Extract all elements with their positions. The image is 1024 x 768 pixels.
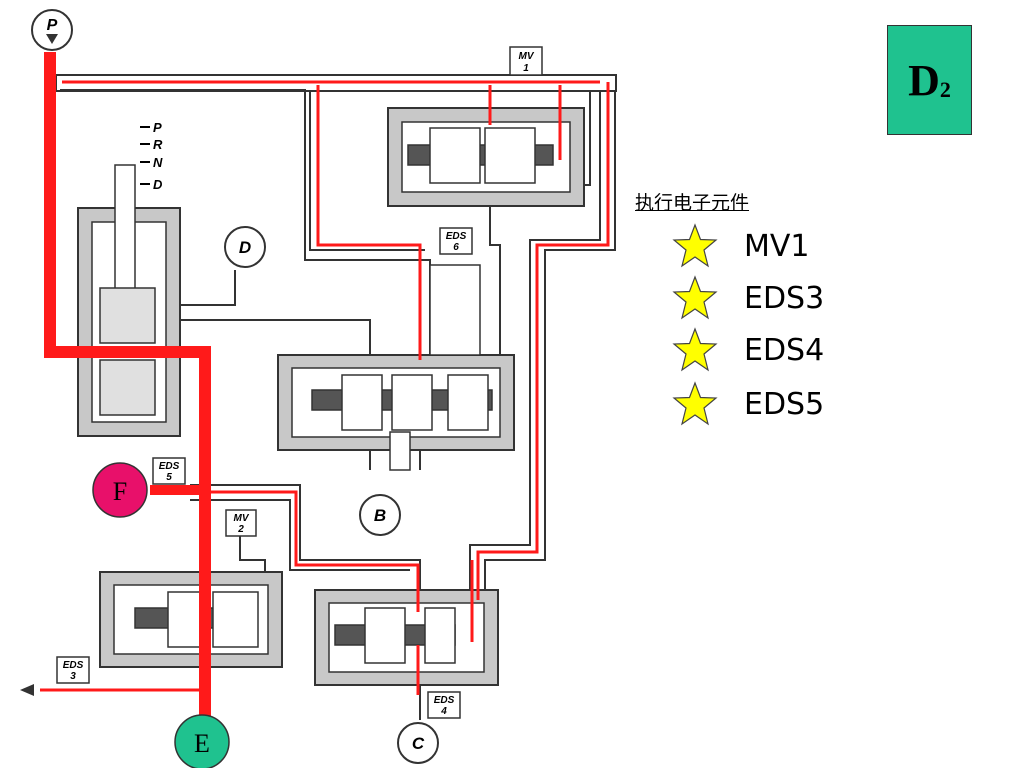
valve-tag-mv1: MV 1 xyxy=(509,46,543,76)
valve-tag-eds3: EDS 3 xyxy=(56,656,90,684)
gear-selector: P R N D xyxy=(140,120,163,192)
svg-text:EDS: EDS xyxy=(446,231,467,242)
svg-text:D: D xyxy=(239,238,251,257)
pressure-lines xyxy=(40,52,610,745)
legend-label: EDS5 xyxy=(744,386,825,422)
svg-text:6: 6 xyxy=(453,242,459,253)
svg-text:MV: MV xyxy=(519,51,535,62)
svg-text:MV: MV xyxy=(234,513,250,524)
valve-tag-eds4: EDS 4 xyxy=(427,691,461,719)
svg-text:EDS: EDS xyxy=(159,461,180,472)
circle-e: E xyxy=(174,714,230,768)
star-icon xyxy=(672,381,718,426)
svg-text:4: 4 xyxy=(440,706,447,717)
gear-n-label: N xyxy=(153,155,163,170)
svg-text:EDS: EDS xyxy=(63,660,84,671)
legend-label: EDS4 xyxy=(744,332,825,368)
svg-text:B: B xyxy=(374,506,386,525)
svg-text:F: F xyxy=(113,477,127,506)
legend-label: MV1 xyxy=(744,228,810,264)
svg-text:EDS: EDS xyxy=(434,695,455,706)
legend-item: EDS4 xyxy=(672,326,824,374)
legend-item: EDS3 xyxy=(672,274,824,322)
exhaust-arrow-icon xyxy=(20,684,34,696)
gear-p-label: P xyxy=(153,120,162,135)
gear-d-label: D xyxy=(153,177,163,192)
pump-label: P xyxy=(47,17,58,34)
star-icon xyxy=(672,223,718,268)
mode-sub: 2 xyxy=(939,77,951,102)
legend-title: 执行电子元件 xyxy=(635,192,750,214)
gear-r-label: R xyxy=(153,137,163,152)
pump: P xyxy=(31,9,73,51)
pump-arrow-icon xyxy=(46,34,58,44)
svg-text:5: 5 xyxy=(166,472,172,483)
valve-tag-eds5: EDS 5 xyxy=(152,457,186,485)
legend-item: MV1 xyxy=(672,222,810,270)
valve-tag-mv2: MV 2 xyxy=(225,509,257,537)
svg-text:C: C xyxy=(412,734,425,753)
circle-f: F xyxy=(92,462,148,518)
legend-label: EDS3 xyxy=(744,280,825,316)
valve-tag-eds6: EDS 6 xyxy=(439,227,473,255)
star-icon xyxy=(672,275,718,320)
svg-text:2: 2 xyxy=(237,524,244,535)
port-d: D xyxy=(224,226,266,268)
svg-text:E: E xyxy=(194,729,210,758)
port-b: B xyxy=(359,494,401,536)
svg-text:3: 3 xyxy=(70,671,76,682)
star-icon xyxy=(672,327,718,372)
port-c: C xyxy=(397,722,439,764)
mode-main: D xyxy=(908,55,940,105)
valve-spools xyxy=(99,127,554,664)
svg-text:1: 1 xyxy=(523,63,529,74)
legend-item: EDS5 xyxy=(672,380,824,428)
